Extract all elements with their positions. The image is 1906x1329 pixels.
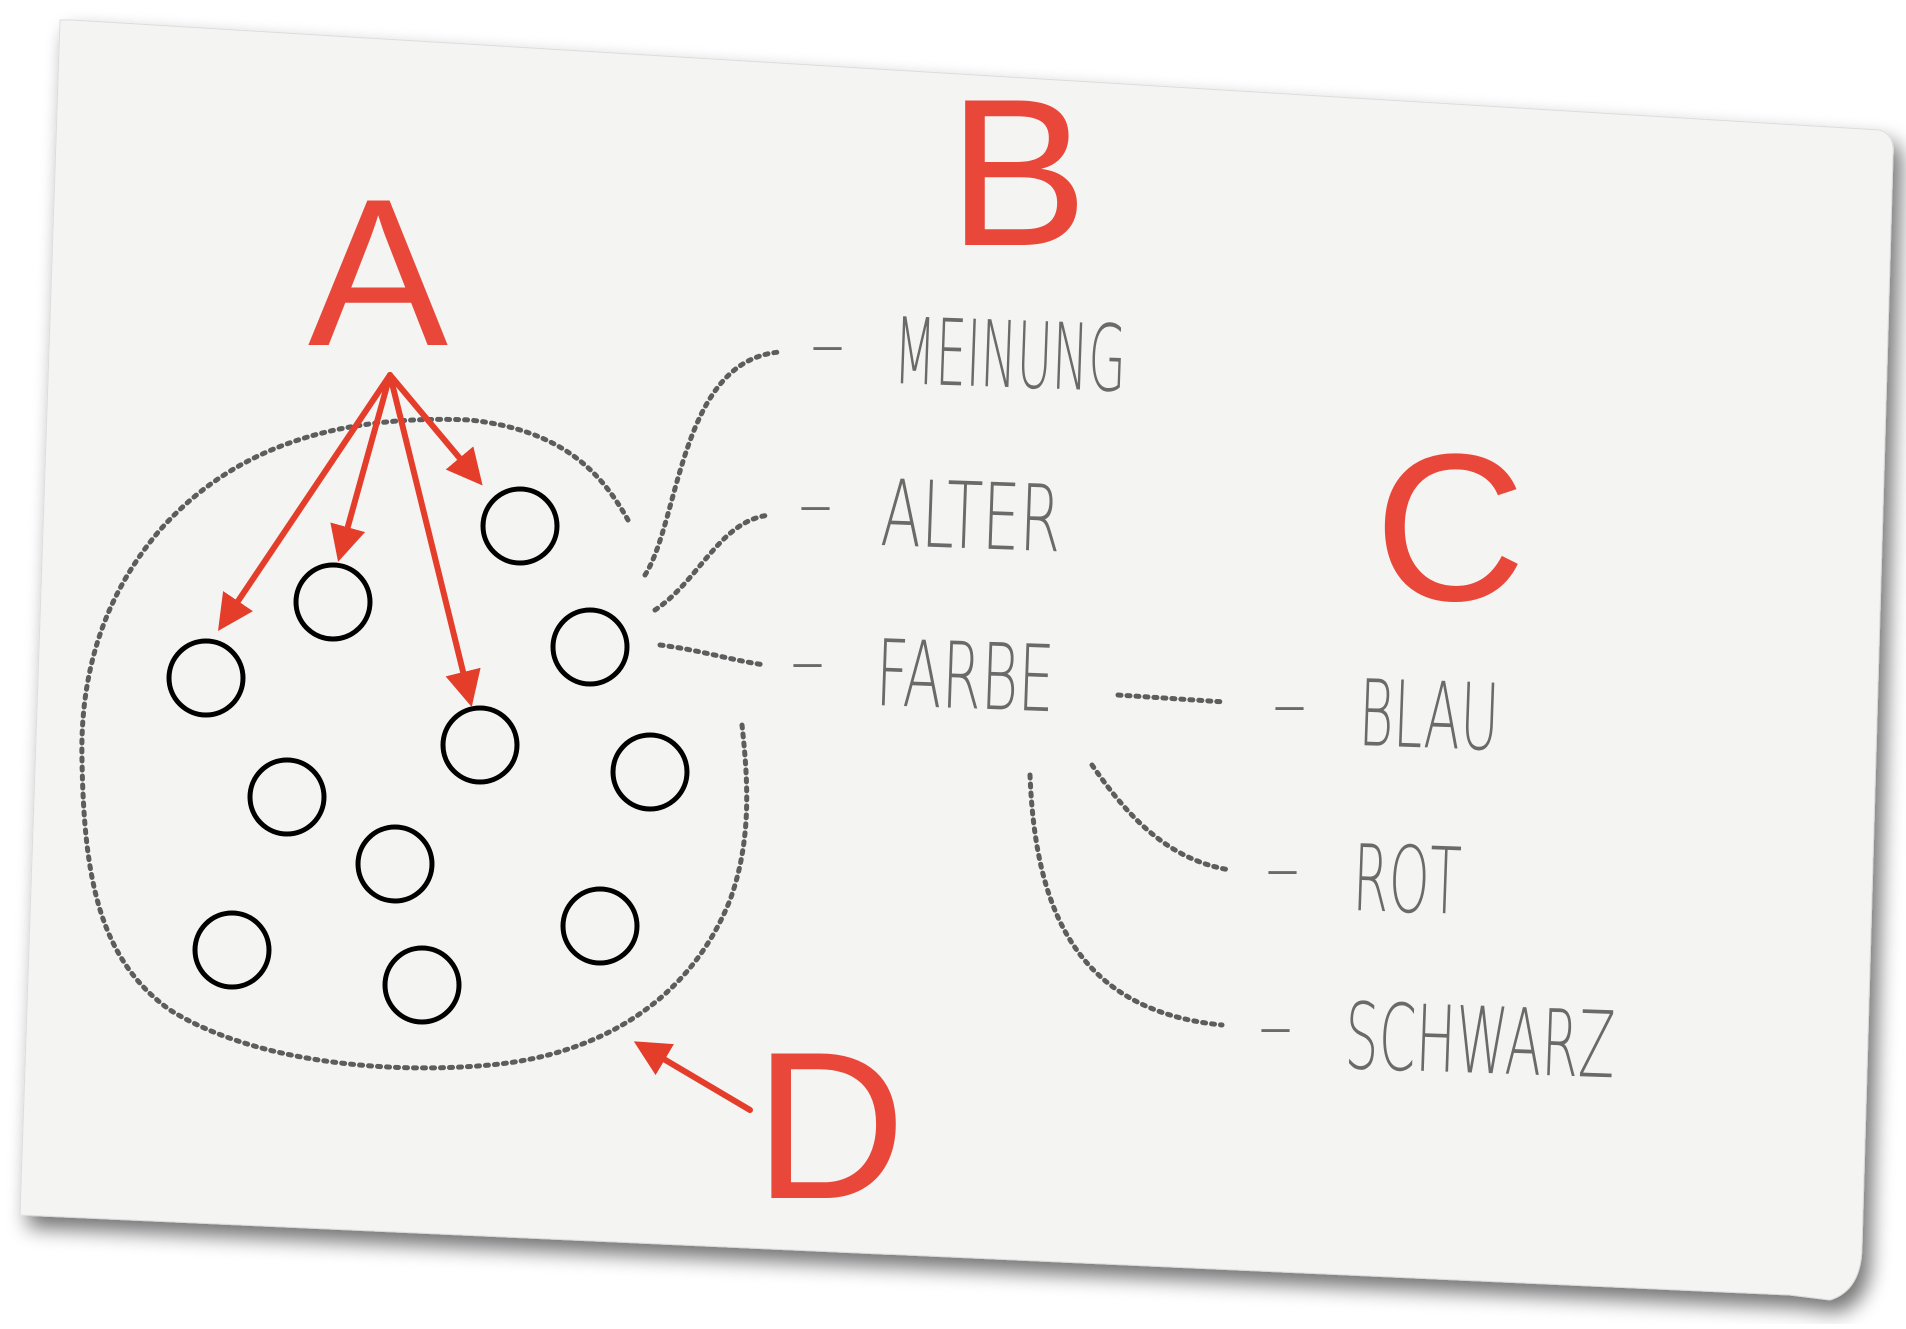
arrows-a	[217, 372, 483, 707]
label-b: B	[948, 55, 1088, 290]
individual-circle	[293, 562, 373, 642]
attribute-meinung: MEINUNG	[892, 298, 1128, 413]
connector-rot	[1089, 762, 1233, 873]
attribute-alter: ALTER	[879, 460, 1063, 573]
label-a: A	[308, 155, 448, 390]
individual-circle	[382, 945, 462, 1025]
attribute-dash-meinung: –	[810, 303, 845, 385]
label-c: C	[1374, 410, 1526, 645]
connector-farbe	[657, 642, 768, 668]
value-schwarz: SCHWARZ	[1343, 983, 1617, 1099]
attribute-dash-alter: –	[798, 463, 833, 545]
individual-circle	[355, 824, 435, 904]
value-blau: BLAU	[1357, 660, 1501, 772]
attribute-dash-farbe: –	[790, 620, 825, 702]
individual-circle	[550, 607, 630, 687]
connector-alter	[652, 512, 773, 613]
paper-sheet	[19, 19, 1894, 1301]
value-dash-blau: –	[1272, 663, 1307, 745]
value-rot: ROT	[1351, 825, 1463, 936]
individual-circle	[192, 910, 272, 990]
value-dash-rot: –	[1265, 827, 1300, 909]
connector-schwarz	[1027, 772, 1225, 1028]
label-d: D	[754, 1008, 906, 1243]
arrow-d	[633, 1041, 753, 1113]
individual-circle	[440, 705, 520, 785]
value-connectors	[1027, 692, 1233, 1028]
attribute-farbe: FARBE	[874, 620, 1056, 733]
individual-circle	[480, 486, 560, 566]
arrow-a-1	[217, 372, 393, 631]
arrow-a-3	[387, 372, 481, 707]
individual-circle	[247, 757, 327, 837]
arrow-a-4	[387, 372, 483, 486]
connector-meinung	[642, 349, 783, 578]
attribute-connectors	[642, 349, 783, 668]
value-dash-schwarz: –	[1258, 985, 1293, 1067]
connector-blau	[1115, 692, 1228, 705]
individual-circle	[166, 638, 246, 718]
individual-circle	[560, 886, 640, 966]
individuals	[166, 486, 690, 1025]
individual-circle	[610, 732, 690, 812]
group-boundary	[79, 416, 750, 1071]
arrow-a-2	[330, 372, 393, 562]
